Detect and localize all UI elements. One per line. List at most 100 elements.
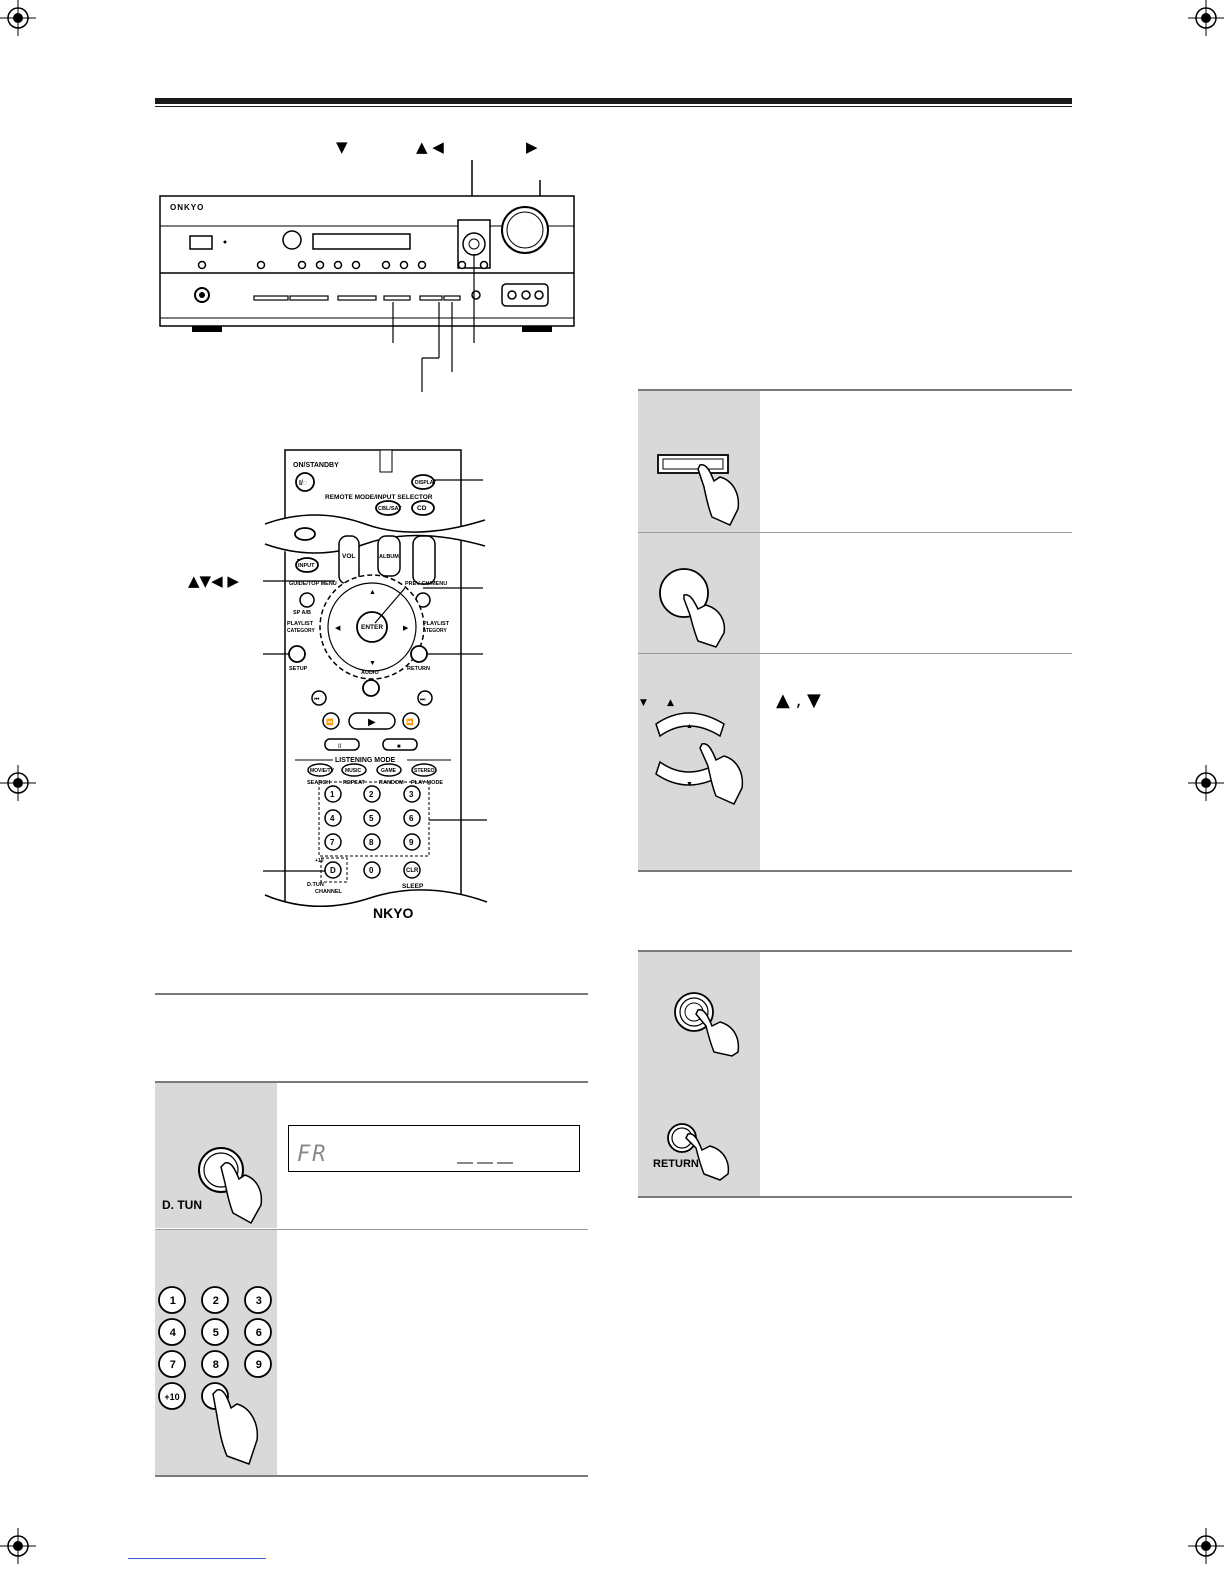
remote-sp-ab-label: SP A/B [293, 610, 311, 616]
right-table-bottom-rule [638, 870, 1072, 872]
keypad-key-label: 6 [256, 1327, 262, 1339]
header-rule-thin [155, 106, 1072, 107]
keypad-key [158, 1318, 186, 1346]
remote-return-label: RETURN [407, 666, 430, 672]
remote-sleep-label: SLEEP [402, 883, 424, 890]
remote-repeat-label: REPEAT [343, 780, 366, 786]
remote-stereo-label: STEREO [414, 768, 435, 774]
long-button-illustration [657, 454, 740, 526]
keypad-key [201, 1350, 229, 1378]
svg-text:II: II [338, 744, 342, 750]
svg-text:▲: ▲ [369, 589, 376, 596]
keypad-key [244, 1286, 272, 1314]
remote-zero-label: 0 [369, 866, 374, 875]
remote-mode-label: REMOTE MODE/INPUT SELECTOR [325, 494, 433, 501]
remote-audio-label: AUDIO [361, 670, 379, 676]
svg-text:▼: ▼ [369, 660, 376, 667]
remote-playlist-right-label: PLAYLIST [423, 621, 450, 627]
right-table-rule-2 [638, 653, 1072, 654]
display-dash-2 [477, 1162, 493, 1164]
svg-text:■: ■ [397, 744, 401, 750]
remote-number-key-label: 2 [369, 790, 374, 799]
keypad-key-label: 7 [170, 1359, 176, 1371]
keypad-key-label: 1 [170, 1295, 176, 1307]
registration-mark-bottom-right [1188, 1528, 1224, 1564]
remote-number-key [324, 809, 342, 827]
receiver-brand: ONKYO [170, 203, 204, 212]
remote-number-key-label: 6 [409, 814, 414, 823]
remote-plus10-label: +10 [315, 858, 324, 864]
svg-text:▶: ▶ [403, 625, 409, 632]
remote-display-label: DISPLAY [415, 480, 437, 486]
right-table-top-rule [638, 389, 1072, 391]
right-lower-top-rule [638, 950, 1072, 952]
remote-number-key [403, 785, 421, 803]
svg-text:⏩: ⏩ [406, 718, 414, 726]
svg-text:I/◌: I/◌ [299, 480, 307, 487]
keypad-key-label: +10 [164, 1392, 179, 1402]
svg-text:▶: ▶ [368, 717, 376, 728]
remote-d-label: D [330, 866, 336, 875]
enter-return-illustration [667, 992, 740, 1181]
remote-music-label: MUSIC [345, 768, 362, 774]
remote-game-label: GAME [381, 768, 397, 774]
remote-number-key [403, 833, 421, 851]
remote-number-key [363, 833, 381, 851]
left-table-mid-rule [155, 1229, 588, 1230]
left-table-top-rule [155, 1081, 588, 1083]
keypad-key-label: 5 [213, 1327, 219, 1339]
left-table-bottom-rule [155, 1475, 588, 1477]
header-down-arrow-icon: ▼ [336, 138, 348, 156]
remote-enter-label: ENTER [361, 624, 383, 631]
remote-guide-label: GUIDE/TOP MENU [289, 581, 337, 587]
keypad-key [158, 1382, 186, 1410]
registration-mark-mid-right [1188, 765, 1224, 801]
remote-channel-label: CHANNEL [315, 889, 343, 895]
remote-cbl-sat-label: CBL/SAT [378, 506, 402, 512]
remote-cd-label: CD [417, 505, 427, 512]
keypad-key [201, 1286, 229, 1314]
keypad-key [158, 1350, 186, 1378]
remote-number-key-label: 9 [409, 838, 414, 847]
remote-number-key [324, 833, 342, 851]
remote-album-label: ALBUM [379, 554, 399, 560]
keypad-key-label: 2 [213, 1295, 219, 1307]
remote-number-key-label: 5 [369, 814, 374, 823]
right-step-c-cell [638, 654, 760, 870]
receiver-front-panel: ONKYO [159, 160, 575, 392]
keypad-key [158, 1286, 186, 1314]
remote-play-mode-label: PLAY MODE [411, 780, 443, 786]
remote-listening-mode-label: LISTENING MODE [335, 757, 396, 764]
step-c-arrows: ▲ , ▼ [776, 690, 821, 711]
round-button-illustration [659, 568, 726, 648]
keypad-key-label: 3 [256, 1295, 262, 1307]
keypad-key [244, 1350, 272, 1378]
remote-setup-label: SETUP [289, 666, 308, 672]
header-rule [155, 98, 1072, 104]
registration-mark-top-left [0, 0, 36, 36]
right-lower-bottom-rule [638, 1196, 1072, 1198]
remote-control: ON/STANDBY I/◌ DISPLAY REMOTE MODE/INPUT… [263, 449, 488, 920]
remote-on-standby-label: ON/STANDBY [293, 462, 339, 469]
svg-text:▼: ▼ [686, 781, 693, 788]
display-dash-1 [457, 1162, 473, 1164]
right-table-rule-1 [638, 532, 1072, 533]
remote-number-key-label: 3 [409, 790, 414, 799]
remote-movie-tv-label: MOVIE/TV [310, 768, 335, 774]
return-button-label: RETURN [653, 1158, 699, 1170]
svg-text:⏭: ⏭ [420, 697, 426, 703]
tuner-display: FR [288, 1125, 580, 1172]
remote-d-tun-label: D.TUN [307, 882, 324, 888]
keypad-key [201, 1318, 229, 1346]
remote-random-label: RANDOM [379, 780, 404, 786]
keypad-key [244, 1318, 272, 1346]
remote-number-key-label: 1 [330, 790, 335, 799]
remote-number-key [363, 785, 381, 803]
remote-playlist-left-label: PLAYLIST [287, 621, 314, 627]
remote-number-key-label: 4 [330, 814, 335, 823]
remote-brand-bottom: NKYO [373, 905, 414, 920]
header-up-left-arrow-icon: ▲ ◀ [416, 138, 444, 156]
tuner-display-text: FR [297, 1142, 328, 1167]
